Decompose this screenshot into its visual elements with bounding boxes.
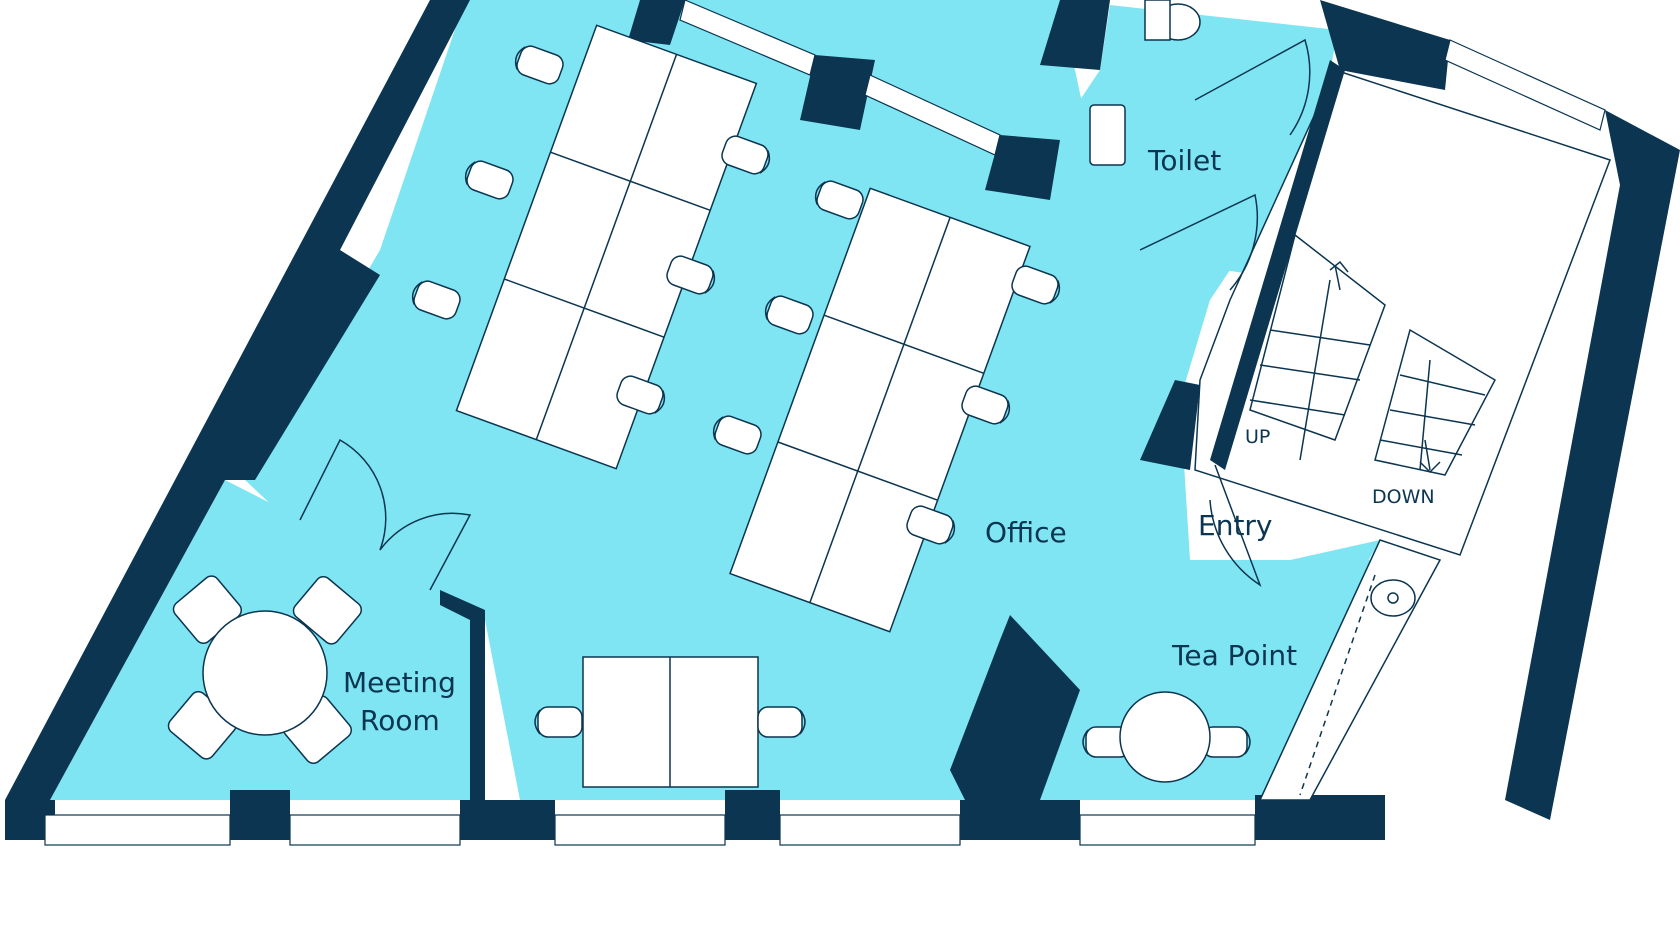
bottom-wall-1	[230, 790, 290, 840]
meeting-room-label-line1: Meeting	[343, 666, 456, 699]
toilet-entry-door	[1139, 193, 1259, 291]
desk-cluster-1	[455, 24, 758, 470]
office-label: Office	[985, 516, 1067, 549]
entry-label: Entry	[1198, 509, 1273, 542]
meeting-table	[202, 610, 328, 736]
stairs-down-label: DOWN	[1372, 486, 1435, 508]
tea-point-label: Tea Point	[1171, 639, 1297, 672]
top-wall-segment-3	[985, 135, 1060, 200]
entry-wall	[1140, 380, 1200, 470]
meeting-room-partition	[440, 590, 485, 800]
doors	[299, 38, 1311, 591]
meeting-room-label-line2: Room	[360, 704, 440, 737]
toilet-floor	[1060, 5, 1338, 280]
meeting-room-door	[299, 438, 387, 551]
toilet-wall-top	[1320, 0, 1450, 90]
toilet-cistern	[1144, 0, 1171, 41]
left-outer-wall	[5, 0, 470, 800]
bottom-wall-3	[725, 790, 780, 840]
stairs-up-label: UP	[1245, 426, 1270, 448]
bottom-wall-left-corner	[5, 800, 55, 840]
toilet-label: Toilet	[1147, 144, 1221, 177]
entry-door	[1209, 464, 1262, 587]
meeting-chair	[292, 576, 362, 645]
labels: Office Toilet Entry Tea Point Meeting Ro…	[343, 144, 1435, 737]
meeting-table-group	[167, 575, 362, 764]
bottom-wall-2	[460, 800, 555, 840]
top-wall-segment-1	[628, 0, 685, 45]
tea-point-wall	[950, 615, 1080, 800]
tea-point-table	[1119, 691, 1211, 783]
toilet-door	[1194, 38, 1311, 136]
top-wall-segment-2	[800, 55, 875, 130]
desks	[455, 24, 1031, 788]
bottom-wall-5	[1255, 795, 1385, 840]
toilet-wall-left	[1040, 0, 1110, 70]
bottom-wall-4	[960, 800, 1080, 840]
windows	[44, 0, 1606, 846]
stair-flight-down	[1374, 328, 1496, 476]
meeting-room-door-2	[379, 512, 472, 591]
tea-point-fixtures	[1119, 539, 1442, 801]
stair-wall-left	[1210, 60, 1345, 470]
toilet-sink	[1089, 104, 1126, 166]
walls	[5, 0, 1680, 840]
desk-cluster-2	[729, 187, 1031, 633]
right-outer-wall	[1505, 110, 1680, 820]
toilet-fixtures	[1089, 0, 1201, 166]
